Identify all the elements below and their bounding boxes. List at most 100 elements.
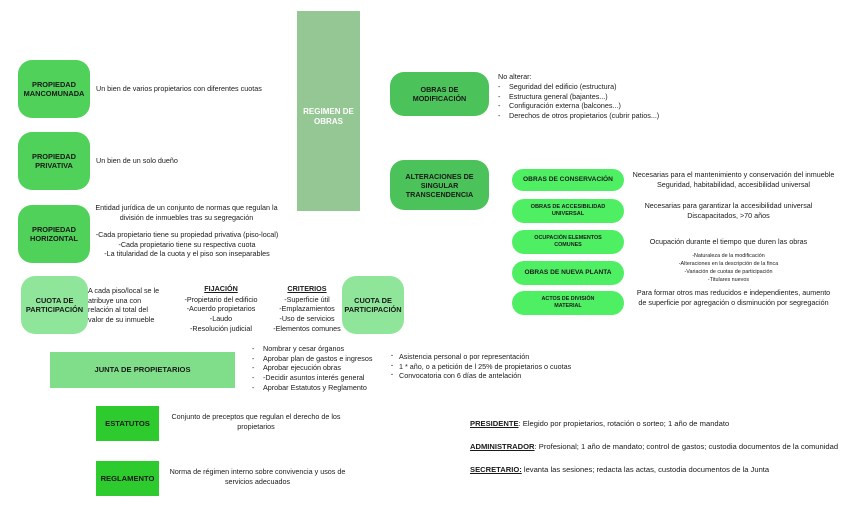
junta-rules-list: Asistencia personal o por representación… bbox=[390, 351, 600, 381]
node-propiedad-mancomunada[interactable]: PROPIEDAD MANCOMUNADA bbox=[18, 60, 90, 118]
desc-item: -Cada propietario tiene su propiedad pri… bbox=[95, 230, 279, 239]
desc-line: -Variación de cuotas de participación bbox=[684, 269, 773, 276]
node-label-line2: HORIZONTAL bbox=[30, 234, 78, 243]
row-label-line2: MATERIAL bbox=[554, 303, 582, 309]
node-junta-de-propietarios[interactable]: JUNTA DE PROPIETARIOS bbox=[50, 352, 235, 388]
desc-estatutos: Conjunto de preceptos que regulan el der… bbox=[171, 412, 341, 431]
desc-line: de superficie por agregación o disminuci… bbox=[638, 297, 829, 307]
alteraciones-label-line3: TRANSCENDENCIA bbox=[405, 189, 474, 199]
fijacion-item: -Acuerdo propietarios bbox=[186, 304, 256, 314]
junta-rule-item: 1 * año, o a petición de l 25% de propie… bbox=[390, 361, 600, 372]
spine-label-line2: OBRAS bbox=[314, 117, 343, 126]
row-label: OBRAS DE NUEVA PLANTA bbox=[524, 268, 612, 276]
spine-label-line1: REGIMEN DE bbox=[303, 107, 354, 116]
desc-line: Ocupación durante el tiempo que duren la… bbox=[649, 237, 808, 246]
node-label-line2: MANCOMUNADA bbox=[23, 89, 85, 98]
node-label-line1: PROPIEDAD bbox=[32, 224, 76, 234]
node-label-line1: CUOTA DE bbox=[354, 295, 392, 305]
regimen-de-obras-spine: REGIMEN DE OBRAS bbox=[297, 11, 360, 211]
desc-propiedad-horizontal-main: Entidad jurídica de un conjunto de norma… bbox=[95, 203, 278, 222]
row-label-line2: COMUNES bbox=[554, 242, 582, 248]
junta-function-item: Nombrar y cesar órganos bbox=[252, 344, 387, 354]
estatutos-label: ESTATUTOS bbox=[105, 418, 150, 428]
desc-obras-de-conservacion: Necesarias para el mantenimiento y conse… bbox=[626, 170, 841, 189]
junta-function-item: Aprobar Estatutos y Reglamento bbox=[252, 383, 387, 393]
node-obras-de-conservacion[interactable]: OBRAS DE CONSERVACIÓN bbox=[512, 169, 624, 191]
node-obras-de-accesibilidad-universal[interactable]: OBRAS DE ACCESIBILIDAD UNIVERSAL bbox=[512, 199, 624, 223]
cuota-criterios-block: CRITERIOS -Superficie útil -Emplazamient… bbox=[252, 284, 362, 334]
role-body: levanta las sesiones; redacta las actas,… bbox=[521, 465, 770, 474]
desc-line: Seguridad, habitabilidad, accesibilidad … bbox=[656, 179, 811, 189]
desc-line: -Alteraciones en la descripción de la fi… bbox=[678, 261, 779, 268]
row-label-line2: UNIVERSAL bbox=[551, 211, 585, 217]
obras-modificacion-item: Configuración externa (balcones...) bbox=[498, 101, 758, 111]
node-label-line1: CUOTA DE bbox=[35, 295, 74, 305]
cuota-definition: A cada piso/local se le atribuye una con… bbox=[88, 286, 160, 325]
junta-rule-item: Asistencia personal o por representación bbox=[390, 351, 600, 362]
node-label-line1: PROPIEDAD bbox=[32, 151, 76, 161]
desc-obras-de-nueva-planta: -Naturaleza de la modificación -Alteraci… bbox=[626, 252, 831, 284]
node-obras-de-nueva-planta[interactable]: OBRAS DE NUEVA PLANTA bbox=[512, 261, 624, 285]
role-title: SECRETARIO: bbox=[470, 465, 522, 474]
junta-function-item: -Decidir asuntos interés general bbox=[252, 373, 387, 383]
row-label-line1: OCUPACIÓN ELEMENTOS bbox=[534, 235, 602, 242]
obras-modificacion-item: Seguridad del edificio (estructura) bbox=[498, 82, 758, 92]
desc-actos-de-division-material: Para formar otros mas reducidos e indepe… bbox=[626, 288, 841, 307]
desc-item: -Cada propietario tiene su respectiva cu… bbox=[118, 239, 256, 249]
desc-propiedad-mancomunada: Un bien de varios propietarios con difer… bbox=[96, 84, 262, 93]
row-label-line1: ACTOS DE DIVISIÓN bbox=[541, 296, 595, 303]
node-propiedad-privativa[interactable]: PROPIEDAD PRIVATIVA bbox=[18, 132, 90, 190]
desc-line: Discapacitados, >70 años bbox=[687, 210, 770, 220]
fijacion-item: -Propietario del edificio bbox=[184, 294, 258, 304]
node-estatutos[interactable]: ESTATUTOS bbox=[96, 406, 159, 441]
obras-modificacion-list: Seguridad del edificio (estructura) Estr… bbox=[498, 82, 758, 121]
junta-functions-list: Nombrar y cesar órganos Aprobar plan de … bbox=[252, 344, 387, 393]
role-presidente: PRESIDENTE: Elegido por propietarios, ro… bbox=[470, 419, 729, 429]
criterios-item: -Uso de servicios bbox=[279, 314, 335, 324]
role-sep: : bbox=[534, 442, 537, 451]
criterios-item: -Emplazamientos bbox=[279, 304, 335, 314]
desc-propiedad-horizontal-items: -Cada propietario tiene su propiedad pri… bbox=[82, 230, 292, 259]
cuota-fijacion-heading: FIJACIÓN bbox=[204, 284, 238, 293]
role-administrador: ADMINISTRADOR: Profesional; 1 año de man… bbox=[470, 442, 838, 452]
role-sep: : bbox=[518, 419, 521, 428]
node-obras-de-modificacion[interactable]: OBRAS DE MODIFICACIÓN bbox=[390, 72, 489, 116]
desc-ocupacion-elementos-comunes: Ocupación durante el tiempo que duren la… bbox=[626, 237, 831, 247]
junta-rule-item: Convocatoria con 6 días de antelación bbox=[390, 370, 600, 381]
role-body: Profesional; 1 año de mandato; control d… bbox=[536, 442, 839, 451]
obras-modificacion-item: Derechos de otros propietarios (cubrir p… bbox=[498, 111, 758, 121]
cuota-criterios-heading: CRITERIOS bbox=[287, 284, 327, 293]
reglamento-label: REGLAMENTO bbox=[100, 473, 155, 483]
desc-item: -La titularidad de la cuota y el piso so… bbox=[104, 249, 270, 259]
desc-line: Necesarias para garantizar la accesibili… bbox=[644, 201, 813, 210]
desc-obras-de-accesibilidad-universal: Necesarias para garantizar la accesibili… bbox=[626, 201, 831, 220]
desc-reglamento: Norma de régimen interno sobre convivenc… bbox=[169, 467, 346, 486]
node-cuota-de-participacion-left[interactable]: CUOTA DE PARTICIPACIÓN bbox=[21, 276, 88, 334]
alteraciones-label-line1: ALTERACIONES DE bbox=[405, 171, 474, 181]
node-propiedad-horizontal[interactable]: PROPIEDAD HORIZONTAL bbox=[18, 205, 90, 263]
desc-line: Para formar otros mas reducidos e indepe… bbox=[636, 288, 831, 297]
obras-modificacion-label: OBRAS DE MODIFICACIÓN bbox=[412, 85, 467, 103]
row-label-line1: OBRAS DE ACCESIBILIDAD bbox=[530, 204, 606, 211]
node-label-line2: PARTICIPACIÓN bbox=[344, 305, 402, 314]
node-cuota-de-participacion-right[interactable]: CUOTA DE PARTICIPACIÓN bbox=[342, 276, 404, 334]
alteraciones-label-line2: SINGULAR bbox=[420, 180, 459, 190]
cuota-fijacion-block: FIJACIÓN -Propietario del edificio -Acue… bbox=[166, 284, 276, 334]
node-label-line2: PARTICIPACIÓN bbox=[25, 305, 84, 314]
node-label-line2: PRIVATIVA bbox=[35, 161, 73, 170]
role-title: ADMINISTRADOR bbox=[470, 442, 535, 451]
node-ocupacion-elementos-comunes[interactable]: OCUPACIÓN ELEMENTOS COMUNES bbox=[512, 230, 624, 254]
node-reglamento[interactable]: REGLAMENTO bbox=[96, 461, 159, 496]
fijacion-item: -Resolución judicial bbox=[190, 323, 252, 333]
desc-line: -Titulares nuevos bbox=[707, 277, 750, 284]
node-actos-de-division-material[interactable]: ACTOS DE DIVISIÓN MATERIAL bbox=[512, 291, 624, 315]
row-label: OBRAS DE CONSERVACIÓN bbox=[523, 175, 613, 183]
fijacion-item: -Laudo bbox=[209, 314, 233, 324]
desc-line: Necesarias para el mantenimiento y conse… bbox=[632, 170, 835, 179]
junta-function-item: Aprobar ejecución obras bbox=[252, 363, 387, 373]
node-alteraciones-singular-transcendencia[interactable]: ALTERACIONES DE SINGULAR TRANSCENDENCIA bbox=[390, 160, 489, 210]
node-label-line1: PROPIEDAD bbox=[32, 79, 76, 89]
desc-propiedad-privativa: Un bien de un solo dueño bbox=[96, 156, 178, 165]
criterios-item: -Elementos comunes bbox=[273, 323, 341, 333]
